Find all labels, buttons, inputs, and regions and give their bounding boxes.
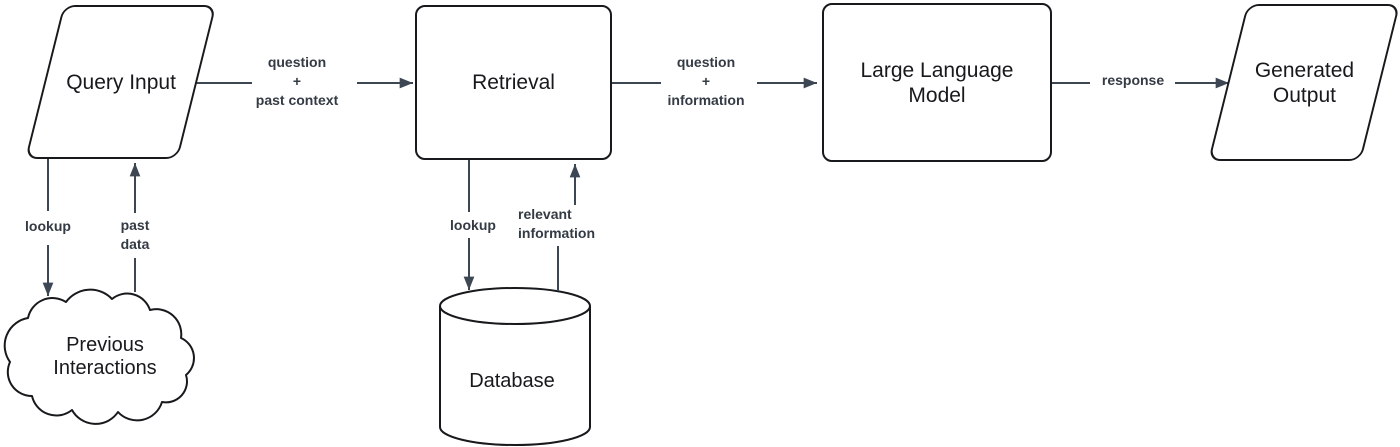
edge-label-response: response: [1101, 72, 1165, 88]
edge-label-question-information: question + information: [667, 54, 745, 108]
edge-relevant-information: [557, 164, 581, 291]
cloud-shape: [3, 288, 195, 425]
node-large-language-model: Large Language Model: [822, 3, 1052, 162]
node-previous-interactions-label: Previous Interactions: [53, 334, 157, 379]
node-large-language-model-label: Large Language Model: [860, 58, 1014, 107]
edge-label-past-data: past data: [120, 217, 150, 252]
node-retrieval-label: Retrieval: [472, 71, 555, 94]
edge-label-lookup-left: lookup: [25, 218, 71, 234]
node-retrieval: Retrieval: [415, 5, 612, 160]
cylinder-body: [439, 306, 591, 446]
edge-label-question-past-context: question + past context: [255, 54, 339, 108]
edge-label-relevant-information: relevant information: [518, 206, 595, 241]
edge-label-lookup-middle: lookup: [450, 217, 496, 233]
node-database-label: Database: [469, 370, 555, 392]
cylinder-shape: [439, 287, 591, 446]
node-generated-output-label: Generated Output: [1254, 58, 1354, 107]
cylinder-top: [439, 287, 591, 325]
node-query-input-label: Query Input: [65, 70, 176, 94]
